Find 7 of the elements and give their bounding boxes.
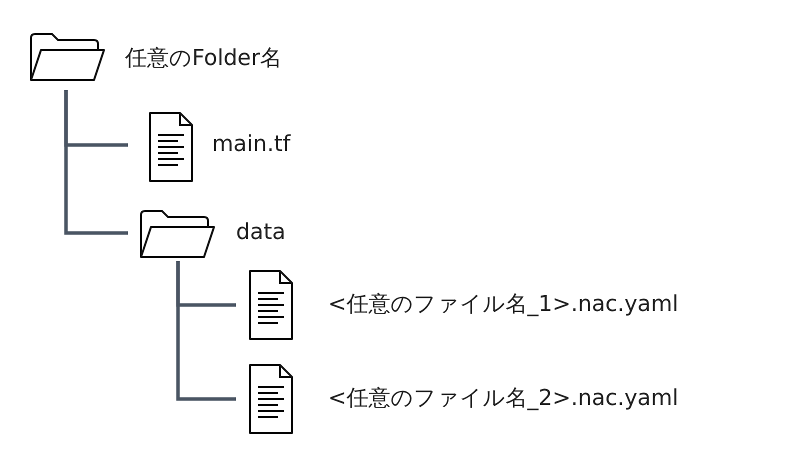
folder-name: data xyxy=(236,219,286,247)
folder-name: 任意のFolder名 xyxy=(125,45,282,73)
file-name: <任意のファイル名_1>.nac.yaml xyxy=(328,291,678,319)
tree-connector xyxy=(64,90,128,235)
file-name: main.tf xyxy=(212,131,290,159)
file-name: <任意のファイル名_2>.nac.yaml xyxy=(328,385,678,413)
tree-connector xyxy=(176,261,236,401)
